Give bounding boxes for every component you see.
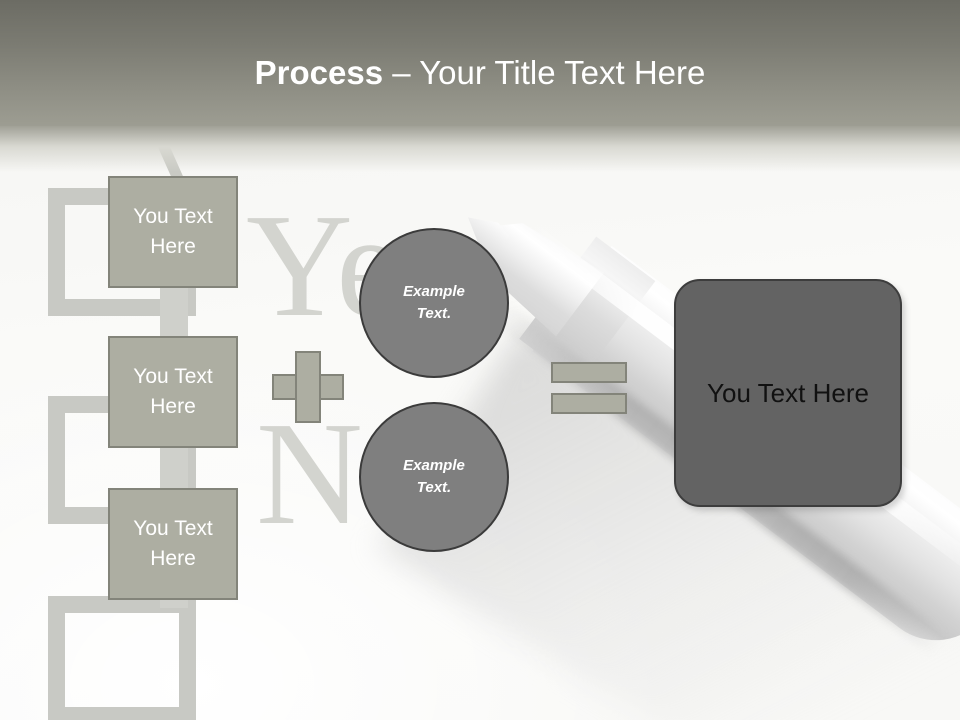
page-title: Process – Your Title Text Here — [0, 52, 960, 94]
equals-sign-icon — [551, 362, 627, 414]
example-circle-1-line2: Text. — [416, 305, 452, 322]
step-box-2[interactable]: You Text Here — [108, 336, 238, 448]
page-title-strong: Process — [254, 54, 384, 91]
slide-header-band — [0, 0, 960, 126]
equals-bottom-bar — [551, 393, 627, 414]
plus-sign-icon — [272, 351, 344, 423]
example-circle-2[interactable]: Example Text. — [359, 402, 509, 552]
watermark-checkbox-3 — [48, 596, 196, 720]
equals-top-bar — [551, 362, 627, 383]
page-title-rest: – Your Title Text Here — [383, 54, 706, 91]
result-box[interactable]: You Text Here — [674, 279, 902, 507]
step-box-1[interactable]: You Text Here — [108, 176, 238, 288]
slide-header-fade — [0, 126, 960, 172]
example-circle-1-line1: Example — [403, 283, 465, 300]
step-box-3[interactable]: You Text Here — [108, 488, 238, 600]
example-circle-1[interactable]: Example Text. — [359, 228, 509, 378]
plus-center-patch — [297, 376, 319, 398]
example-circle-2-line1: Example — [403, 457, 465, 474]
example-circle-2-line2: Text. — [416, 479, 452, 496]
